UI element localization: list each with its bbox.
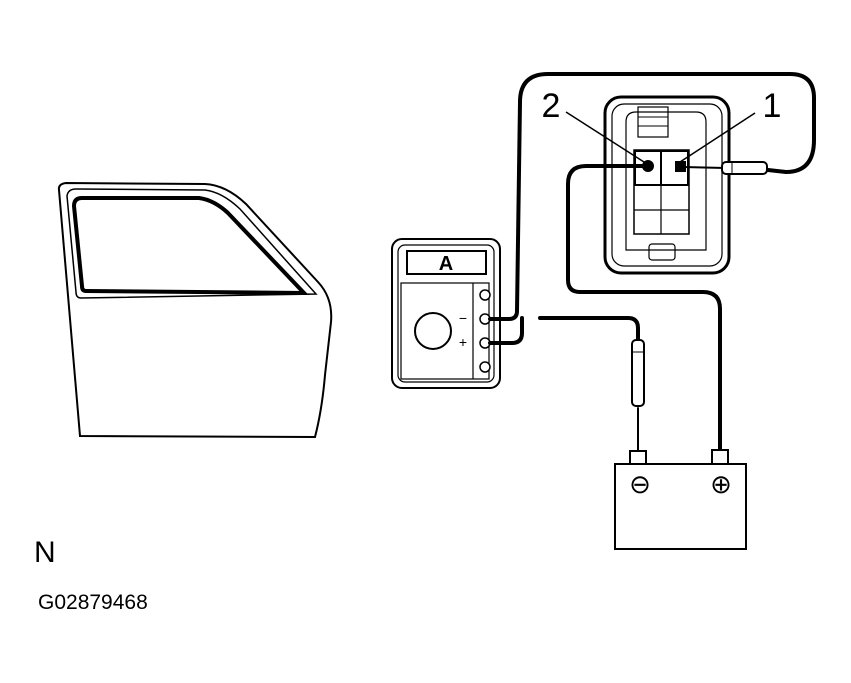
switch-inner-housing — [611, 103, 723, 267]
callouts: 2 1 — [542, 87, 782, 163]
probe-terminal-1 — [682, 161, 768, 175]
terminal-2-contact — [642, 160, 654, 172]
door-panel — [57, 181, 333, 439]
figure-letter: N — [34, 536, 56, 569]
ammeter-display — [406, 250, 487, 275]
ammeter: A − + — [391, 238, 501, 389]
ammeter-plus-sign: + — [459, 334, 467, 350]
wire-ammeter-to-battery-negative — [488, 316, 524, 345]
ammeter-jack-1 — [479, 289, 491, 301]
battery: ⊖ ⊕ — [614, 442, 747, 550]
battery-case — [614, 463, 747, 550]
switch-latch — [637, 106, 669, 138]
callout-2-leader — [565, 111, 645, 163]
ammeter-label: A — [439, 253, 453, 275]
switch-body-outline — [625, 111, 707, 251]
ammeter-panel — [400, 282, 490, 380]
callout-1-leader — [679, 112, 756, 163]
probe-1-body — [721, 161, 768, 175]
wire-battery-negative-probe — [538, 316, 640, 344]
wire-terminal-2-to-battery-positive — [566, 164, 722, 444]
door-illustration — [57, 181, 333, 439]
ammeter-inner — [397, 244, 495, 383]
battery-negative-symbol: ⊖ — [629, 469, 651, 499]
switch-assembly — [603, 95, 731, 275]
switch-outer-housing — [603, 95, 731, 275]
ammeter-jack-4 — [479, 361, 491, 373]
door-window — [71, 196, 309, 296]
ammeter-dial — [414, 312, 452, 350]
probe-neg-body — [631, 339, 645, 407]
callout-2: 2 — [542, 87, 561, 125]
switch-bottom-tab — [648, 243, 676, 261]
figure-code: G02879468 — [38, 591, 148, 614]
probe-1-needle — [682, 166, 726, 169]
probe-battery-negative — [631, 339, 645, 407]
wires — [488, 72, 816, 451]
ammeter-minus-sign: − — [459, 310, 467, 326]
battery-positive-post — [711, 449, 729, 465]
terminal-1-contact — [675, 161, 686, 172]
callout-1: 1 — [763, 87, 782, 125]
battery-negative-post — [629, 450, 647, 465]
window-frame — [66, 188, 318, 299]
wire-ammeter-to-terminal-1 — [488, 72, 816, 321]
battery-positive-symbol: ⊕ — [710, 469, 732, 499]
